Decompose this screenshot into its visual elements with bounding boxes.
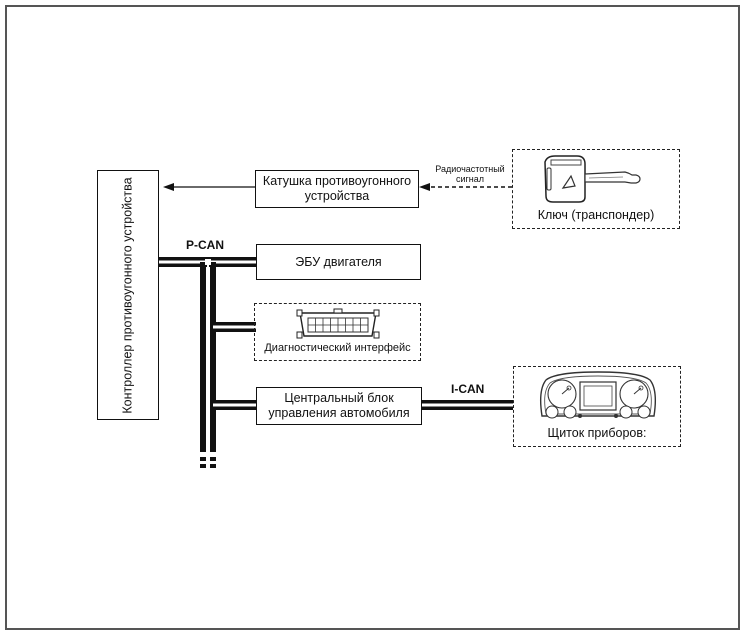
p-can-label: P-CAN: [186, 238, 224, 252]
engine-ecu-label: ЭБУ двигателя: [295, 254, 382, 269]
central-control-unit-box: Центральный блок управления автомобиля: [256, 387, 422, 425]
car-key-icon: [544, 155, 641, 203]
instrument-cluster-icon: [539, 371, 657, 419]
diagnostic-connector-icon: [296, 308, 380, 339]
central-control-unit-label-line1: Центральный блок: [284, 391, 394, 405]
immobilizer-coil-label-line1: Катушка противоугонного: [262, 174, 412, 188]
instrument-cluster-label: Щиток приборов:: [547, 426, 647, 440]
rf-signal-arrowhead: [419, 183, 430, 191]
anti-theft-controller-box: Контроллер противоугонного устройства: [97, 170, 159, 420]
diagram-frame: [5, 5, 740, 630]
immobilizer-coil-label-line2: устройства: [304, 189, 370, 203]
i-can-label: I-CAN: [451, 382, 485, 396]
rf-signal-label-line1: Радиочастотный: [435, 164, 505, 174]
coil-to-controller-arrowhead: [163, 183, 174, 191]
rf-signal-label: Радиочастотный сигнал: [425, 164, 515, 184]
central-control-unit-label-line2: управления автомобиля: [268, 406, 410, 420]
key-transponder-box: Ключ (транспондер): [512, 149, 680, 229]
diagnostic-interface-label: Диагностический интерфейс: [264, 342, 411, 354]
rf-signal-label-line2: сигнал: [455, 174, 485, 184]
instrument-cluster-box: Щиток приборов:: [513, 366, 681, 447]
p-can-bus: [159, 257, 256, 468]
key-transponder-label: Ключ (транспондер): [537, 208, 655, 222]
diagnostic-interface-box: Диагностический интерфейс: [254, 303, 421, 361]
engine-ecu-box: ЭБУ двигателя: [256, 244, 421, 280]
anti-theft-controller-label: Контроллер противоугонного устройства: [120, 176, 135, 414]
immobilizer-coil-box: Катушка противоугонного устройства: [255, 170, 419, 208]
